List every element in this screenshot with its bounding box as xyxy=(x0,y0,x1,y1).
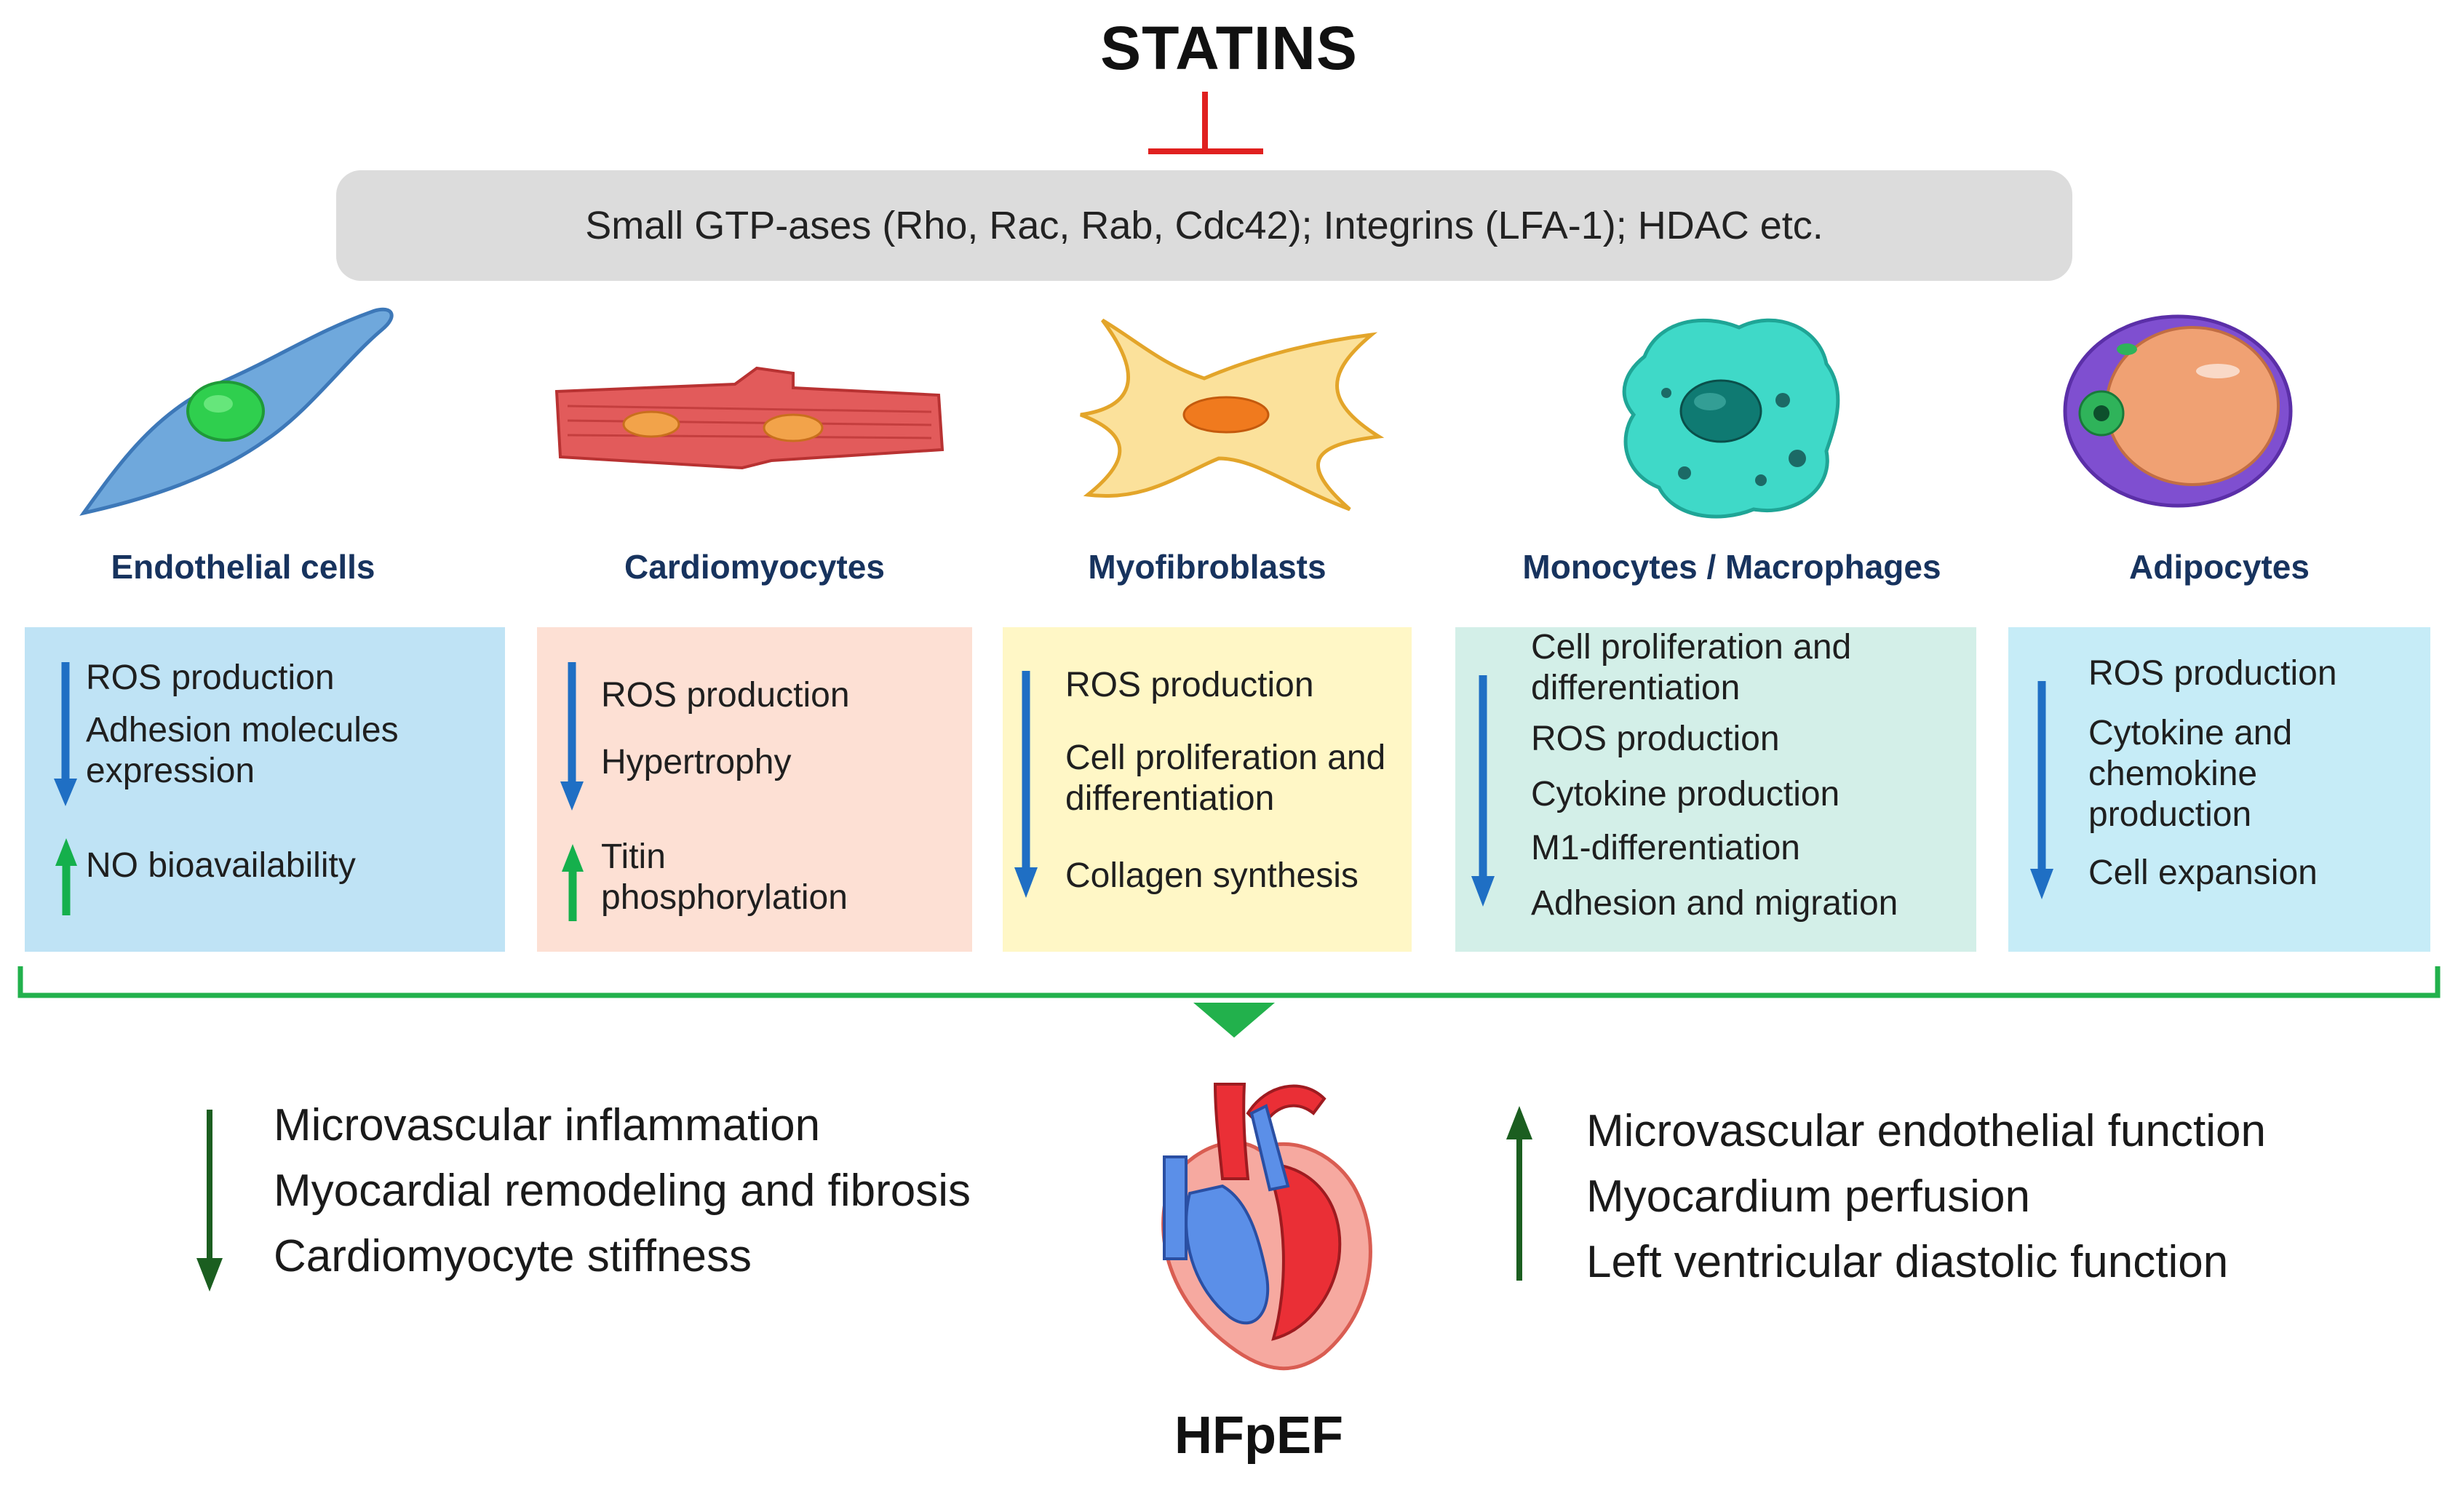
effect-item: M1-differentiation xyxy=(1531,829,1800,867)
down-arrow-icon xyxy=(1471,675,1495,907)
endothelial-cell-icon xyxy=(79,307,394,516)
heart-icon xyxy=(1161,1083,1372,1371)
cell-name-adipocytes: Adipocytes xyxy=(2129,548,2310,586)
down-arrow-icon xyxy=(560,662,584,811)
adipocyte-icon xyxy=(2063,314,2293,508)
effect-item: Cell proliferation and differentiation xyxy=(1531,628,1852,707)
effect-item: ROS production xyxy=(601,676,850,715)
effect-item: Collagen synthesis xyxy=(1065,856,1359,895)
effect-item: ROS production xyxy=(1531,720,1780,758)
macrophage-icon xyxy=(1622,318,1840,519)
effects-box-macrophages: Cell proliferation and differentiation R… xyxy=(1455,627,1976,952)
cell-name-macrophages: Monocytes / Macrophages xyxy=(1522,548,1941,586)
outcome-up-item: Myocardium perfusion xyxy=(1586,1171,2030,1222)
effect-item: Cytokine production xyxy=(1531,775,1840,813)
effects-box-cardiomyocytes: ROS production Hypertrophy Titin phospho… xyxy=(537,627,972,952)
effects-box-endothelial: ROS production Adhesion molecules expres… xyxy=(25,627,505,952)
cardiomyocyte-icon xyxy=(554,366,944,470)
outcome-down-item: Microvascular inflammation xyxy=(274,1100,821,1150)
effect-item: Hypertrophy xyxy=(601,743,792,781)
effect-item: ROS production xyxy=(86,658,335,697)
cell-name-endothelial: Endothelial cells xyxy=(111,548,375,586)
down-arrow-icon xyxy=(196,1110,223,1292)
myofibroblast-icon xyxy=(1080,318,1385,512)
outcome-up-item: Left ventricular diastolic function xyxy=(1586,1237,2229,1287)
effect-item: NO bioavailability xyxy=(86,846,356,885)
down-arrow-icon xyxy=(54,662,77,806)
effect-item: Adhesion molecules expression xyxy=(86,711,399,790)
result-label: HFpEF xyxy=(1174,1406,1343,1465)
effect-item: Cell expansion xyxy=(2088,854,2318,892)
up-arrow-icon xyxy=(1506,1106,1532,1281)
down-arrow-icon xyxy=(2030,681,2053,899)
effect-item: Titin phosphorylation xyxy=(601,837,848,917)
effect-item: ROS production xyxy=(1065,666,1314,704)
statin-targets-band: Small GTP-ases (Rho, Rac, Rab, Cdc42); I… xyxy=(336,170,2072,281)
outcome-up-item: Microvascular endothelial function xyxy=(1586,1106,2266,1156)
effect-item: Adhesion and migration xyxy=(1531,884,1898,923)
outcome-down-item: Myocardial remodeling and fibrosis xyxy=(274,1166,971,1216)
converging-bracket xyxy=(17,966,2441,1038)
diagram-title: STATINS xyxy=(1100,14,1358,82)
cell-name-myofibroblasts: Myofibroblasts xyxy=(1088,548,1327,586)
effect-item: Cytokine and chemokine production xyxy=(2088,714,2293,834)
down-arrow-icon xyxy=(1014,671,1038,898)
effect-item: Cell proliferation and differentiation xyxy=(1065,739,1386,818)
effect-item: ROS production xyxy=(2088,654,2337,693)
up-arrow-icon xyxy=(55,838,77,915)
up-arrow-icon xyxy=(562,844,584,921)
cell-name-cardiomyocytes: Cardiomyocytes xyxy=(624,548,885,586)
inhibition-symbol xyxy=(1148,92,1263,154)
down-arrow-icon xyxy=(1193,1003,1275,1038)
effects-box-myofibroblasts: ROS production Cell proliferation and di… xyxy=(1003,627,1412,952)
outcome-down-item: Cardiomyocyte stiffness xyxy=(274,1231,752,1281)
effects-box-adipocytes: ROS production Cytokine and chemokine pr… xyxy=(2008,627,2430,952)
